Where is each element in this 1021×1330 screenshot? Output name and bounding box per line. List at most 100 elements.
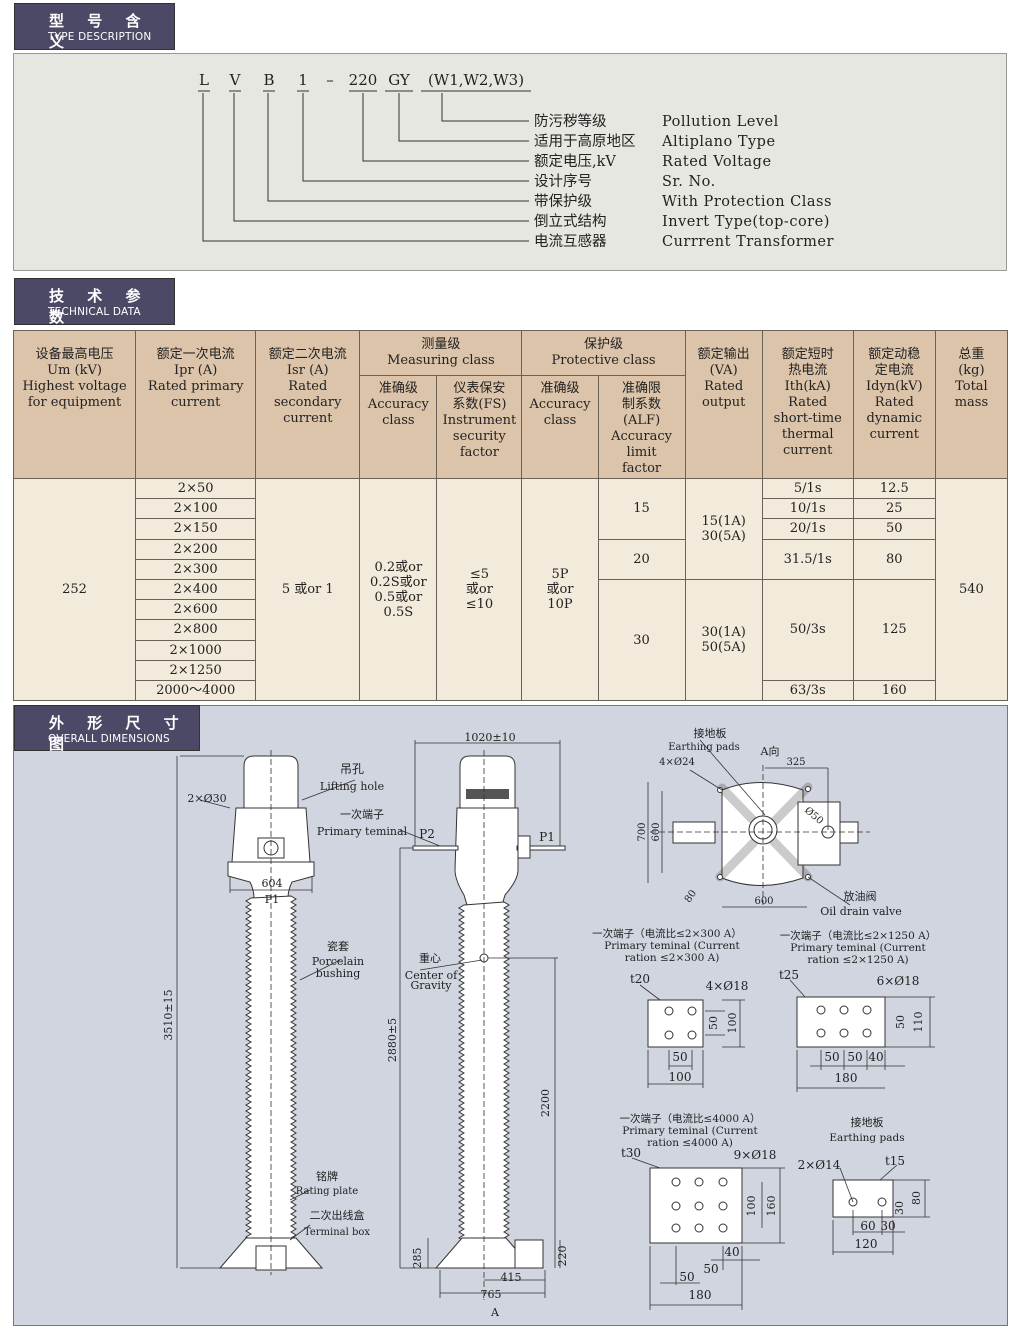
meaning-en: Currrent Transformer [662,234,834,250]
meaning-en: Altiplano Type [661,134,776,150]
cell-ith: 63/3s [761,679,854,702]
header-line: current [283,411,333,426]
meaning-en: Invert Type(top-core) [662,214,830,230]
meaning-zh: 额定电压,kV [534,153,616,170]
cell-prot-accuracy-value: 或or [546,582,574,598]
cell-ipr: 2000～4000 [135,679,257,702]
cell-isr: 5 或or 1 [255,477,361,702]
header-line: 保护级 [584,337,624,352]
cell-ipr-value: 2×800 [173,622,218,638]
header-line: 仪表保安 [453,381,506,396]
cell-idyn-value: 160 [881,682,907,698]
header-line: Protective class [551,353,656,368]
meaning-en: With Protection Class [662,194,832,210]
header-line: Rated primary [147,379,244,394]
cell-isr-value: 5 或or 1 [281,582,334,598]
header-line: Highest voltage [22,379,127,394]
section-title-zh: 技 术 参 数 [49,287,150,326]
type-code-part: 1 [298,71,308,89]
section-title-zh: 型 号 含 义 [49,12,150,51]
header-line: 设备最高电压 [35,347,114,362]
cell-meas-accuracy-value: 0.2S或or [370,574,427,590]
header-line: Accuracy [367,397,429,412]
header-line: factor [459,445,499,460]
header-line: 额定二次电流 [268,347,347,362]
leader-line [362,93,529,162]
section-banner-technical-data: 技 术 参 数 TECHNICAL DATA [14,278,175,326]
header-line: Isr (A) [286,363,329,378]
cell-idyn-value: 125 [881,622,907,638]
header-line: class [543,413,577,428]
cell-ith-value: 63/3s [789,682,826,698]
header-line: (kg) [958,363,985,378]
header-line: current [869,427,919,442]
cell-ipr: 2×400 [135,578,257,601]
cell-meas-accuracy-value: 0.5或or [374,589,423,605]
table-row: 2×800 [14,619,1008,641]
header-line: 额定动稳 [868,347,921,362]
cell-ipr-value: 2×600 [173,602,218,618]
leader-line [302,93,529,182]
cell-idyn-value: 50 [886,521,903,537]
meaning-en: Rated Voltage [662,154,772,170]
cell-va-value: 15(1A) [701,513,746,529]
cell-prot-accuracy-value: 5P [551,567,569,583]
cell-ith: 10/1s [761,498,854,520]
header-line: 定电流 [874,363,914,378]
meaning-zh: 设计序号 [534,173,592,190]
section-banner-type-description: 型 号 含 义 TYPE DESCRIPTION [14,3,175,51]
type-code-part: – [326,71,334,89]
header-line: 系数(FS) [452,397,507,412]
header-line: current [783,443,833,458]
cell-ipr: 2×1000 [135,639,257,661]
cell-fs-value: ≤5 [469,567,489,583]
header-line: (VA) [709,363,738,378]
header-line: Idyn(kV) [865,379,923,394]
cell-prot-accuracy-value: 10P [547,597,573,613]
cell-idyn: 80 [852,538,936,580]
cell-ipr-value: 2000～4000 [156,682,236,698]
cell-alf: 20 [597,538,686,580]
leader-line [398,93,529,142]
cell-va: 15(1A)30(5A) [684,478,763,580]
cell-ipr-value: 2×300 [173,561,218,577]
type-code-part: L [199,71,209,89]
cell-fs-value: 或or [465,582,493,598]
cell-va-value: 30(1A) [701,625,746,640]
header-line: 准确级 [540,381,580,396]
cell-idyn-value: 25 [886,501,903,517]
cell-ipr-value: 2×1250 [169,662,222,678]
cell-mass: 540 [934,477,1009,702]
header-line: class [382,413,415,428]
cell-idyn-value: 12.5 [879,481,909,497]
section-title-en: OVERALL DIMENSIONS [48,733,170,745]
header-line: Accuracy [611,429,673,444]
leader-line [202,93,529,242]
header-line: Total [955,379,988,394]
cell-va: 30(1A)50(5A) [684,578,763,702]
cell-ipr-value: 2×200 [173,541,218,557]
header-line: 测量级 [421,337,461,352]
meaning-en: Sr. No. [662,174,716,190]
header-line: thermal [781,427,834,442]
cell-ith: 5/1s [761,477,854,500]
cell-ith-value: 10/1s [789,501,826,517]
meaning-en: Pollution Level [662,114,779,130]
cell-ipr: 2×150 [135,518,257,540]
header-line: limit [626,445,657,460]
cell-ipr-value: 2×1000 [169,642,222,658]
cell-um-value: 252 [62,582,87,598]
type-code-part: V [229,71,242,89]
